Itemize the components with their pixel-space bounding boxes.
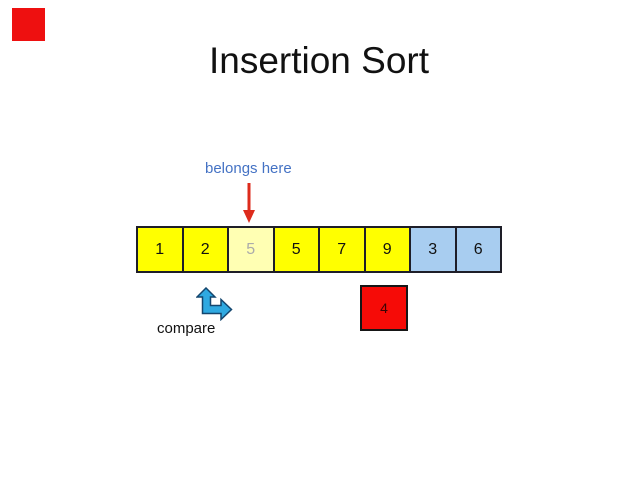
array-cell-insertion-slot: 5 (227, 226, 275, 273)
down-arrow-icon (241, 182, 257, 229)
compare-label: compare (157, 320, 216, 337)
array-cell: 7 (318, 226, 366, 273)
array-cell: 1 (136, 226, 184, 273)
array-cell: 2 (181, 226, 229, 273)
compare-elbow-arrow-icon (195, 286, 233, 326)
array-row: 1 2 5 5 7 9 3 6 (136, 226, 502, 273)
array-cell: 3 (409, 226, 457, 273)
moving-element-box: 4 (360, 285, 408, 331)
belongs-here-label: belongs here (205, 160, 292, 177)
array-cell: 5 (272, 226, 320, 273)
array-cell: 9 (363, 226, 411, 273)
slide-title: Insertion Sort (208, 40, 430, 81)
array-cell: 6 (454, 226, 502, 273)
red-square-marker-icon (12, 8, 45, 41)
